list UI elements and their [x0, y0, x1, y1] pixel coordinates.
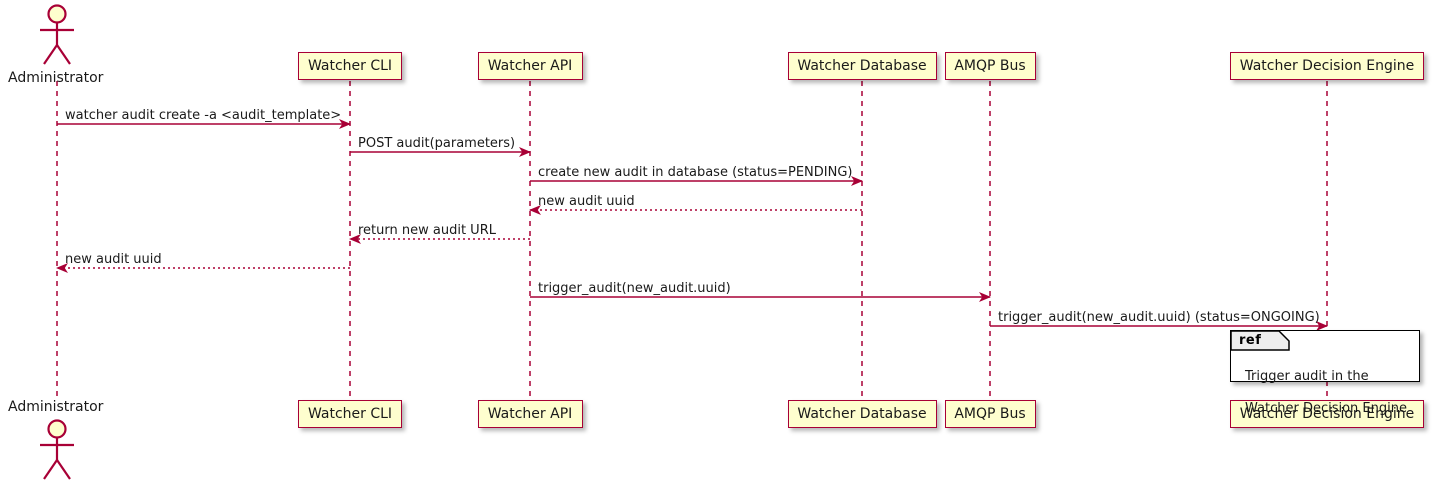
lifelines-group [56, 81, 1328, 399]
participant-label: Watcher Decision Engine [1239, 58, 1415, 74]
message-label-3: create new audit in database (status=PEN… [538, 165, 853, 180]
participant-box-watcher-cli-top[interactable]: Watcher CLI [298, 52, 402, 80]
participant-box-amqp-bus-top[interactable]: AMQP Bus [944, 52, 1036, 80]
message-label-8: trigger_audit(new_audit.uuid) (status=ON… [998, 310, 1320, 325]
message-label-2: POST audit(parameters) [358, 136, 516, 151]
ref-tab-shape [1230, 330, 1290, 351]
participant-box-watcher-database-top[interactable]: Watcher Database [787, 52, 937, 80]
participant-label: Watcher Database [797, 406, 927, 422]
actor-label-bottom: Administrator [8, 399, 104, 415]
message-arrows-group [56, 119, 1328, 331]
actor-figure-bottom [40, 419, 74, 480]
ref-body-text: Trigger audit in the Watcher Decision En… [1245, 353, 1407, 417]
message-label-7: trigger_audit(new_audit.uuid) [538, 281, 731, 296]
participant-label: AMQP Bus [954, 406, 1026, 422]
ref-body-line1: Trigger audit in the [1245, 369, 1369, 384]
participant-label: Watcher API [487, 406, 573, 422]
participant-label: Watcher Decision Engine [1239, 406, 1415, 422]
participant-box-watcher-database-bottom[interactable]: Watcher Database [787, 400, 937, 428]
participant-box-watcher-decision-engine-bottom[interactable]: Watcher Decision Engine [1230, 400, 1424, 428]
participant-box-watcher-api-top[interactable]: Watcher API [477, 52, 583, 80]
actor-figure-top [40, 4, 74, 65]
message-label-6: new audit uuid [65, 252, 162, 267]
participant-box-amqp-bus-bottom[interactable]: AMQP Bus [944, 400, 1036, 428]
ref-body-line2: Watcher Decision Engine [1245, 401, 1407, 416]
participant-box-watcher-api-bottom[interactable]: Watcher API [477, 400, 583, 428]
participant-label: Watcher Database [797, 58, 927, 74]
participant-label: Watcher CLI [307, 406, 393, 422]
message-label-1: watcher audit create -a <audit_template> [65, 108, 342, 123]
actor-label-top: Administrator [8, 70, 104, 86]
participant-label: AMQP Bus [954, 58, 1026, 74]
participant-box-watcher-decision-engine-top[interactable]: Watcher Decision Engine [1230, 52, 1424, 80]
participant-label: Watcher CLI [307, 58, 393, 74]
ref-fragment: ref Trigger audit in the Watcher Decisio… [1230, 330, 1420, 416]
message-label-4: new audit uuid [538, 194, 635, 209]
participant-box-watcher-cli-bottom[interactable]: Watcher CLI [298, 400, 402, 428]
message-label-5: return new audit URL [358, 223, 496, 238]
ref-tab-label: ref [1239, 333, 1262, 348]
participant-label: Watcher API [487, 58, 573, 74]
